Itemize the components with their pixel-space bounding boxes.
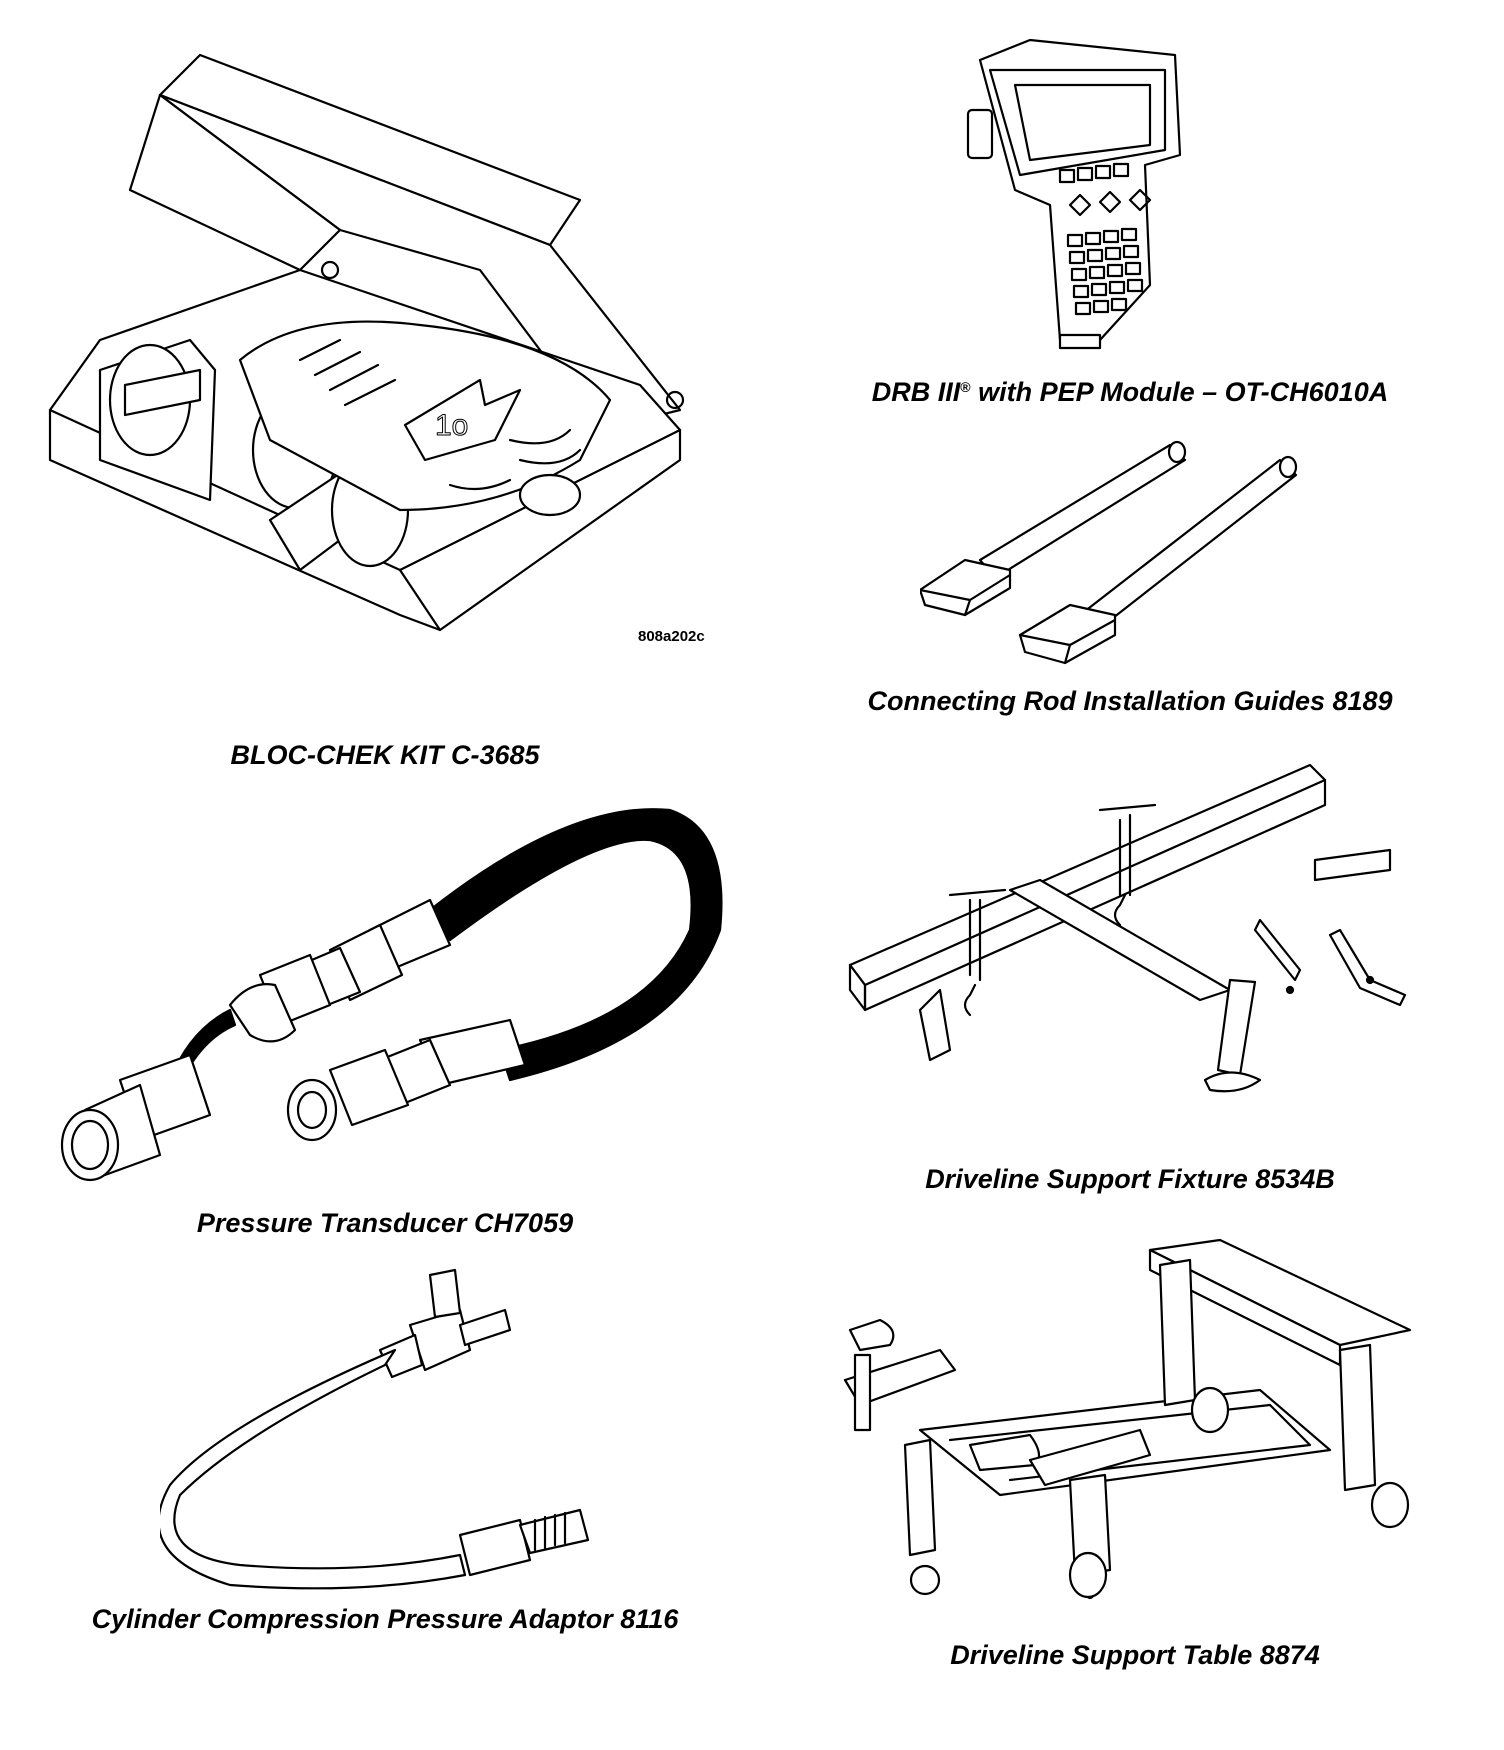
caption-connecting-rod-guides: Connecting Rod Installation Guides 8189: [867, 686, 1393, 716]
figure-code: 808a202c: [638, 628, 705, 645]
connecting-rod-guides-illustration: [920, 420, 1340, 665]
compression-adaptor-illustration: [160, 1255, 630, 1610]
bloc-chek-kit-illustration: 1o: [40, 40, 730, 660]
caption-bloc-chek-kit: BLOC-CHEK KIT C-3685: [230, 740, 540, 770]
caption-drb-prefix: DRB III: [871, 377, 961, 407]
pressure-transducer-illustration: [30, 780, 750, 1200]
caption-driveline-support-table: Driveline Support Table 8874: [950, 1640, 1320, 1670]
caption-drb-iii: DRB III® with PEP Module – OT-CH6010A: [872, 377, 1388, 408]
caption-pressure-transducer: Pressure Transducer CH7059: [196, 1208, 574, 1238]
driveline-support-fixture-illustration: [830, 750, 1420, 1110]
registered-mark: ®: [960, 379, 971, 395]
svg-text:1o: 1o: [435, 409, 468, 442]
caption-compression-adaptor: Cylinder Compression Pressure Adaptor 81…: [91, 1604, 679, 1634]
drb-iii-scan-tool-illustration: [960, 30, 1260, 360]
caption-drb-suffix: with PEP Module – OT-CH6010A: [970, 377, 1389, 407]
caption-driveline-support-fixture: Driveline Support Fixture 8534B: [925, 1164, 1335, 1194]
driveline-support-table-illustration: [830, 1230, 1430, 1600]
